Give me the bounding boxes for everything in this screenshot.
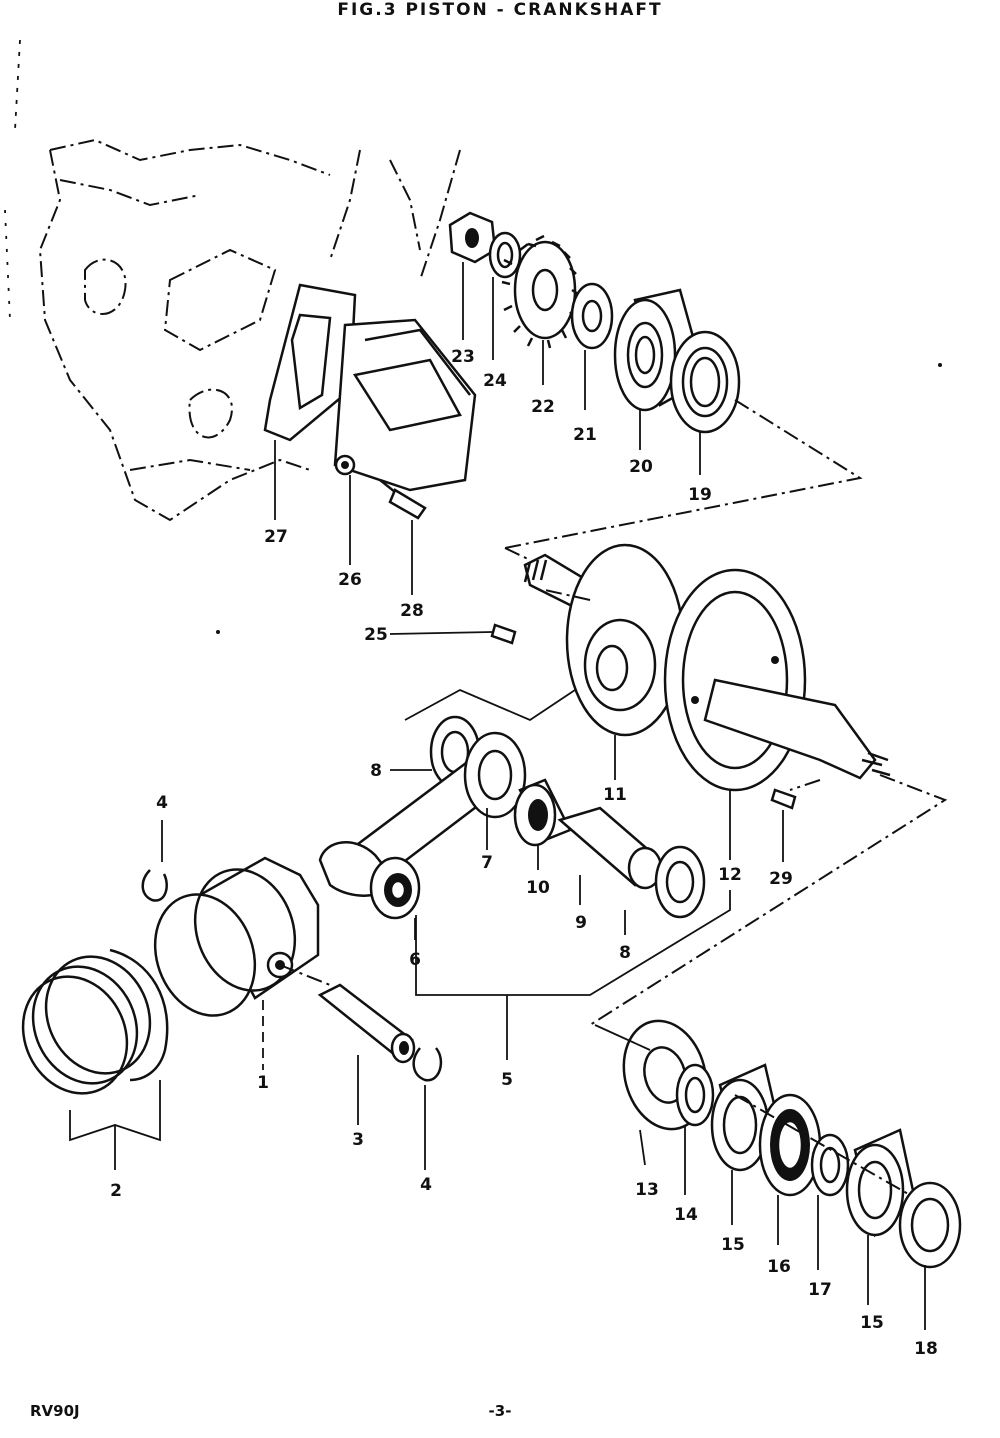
callout-15-upper: 15 [721,1235,745,1255]
circlip-4-lower [412,1047,443,1082]
callout-24: 24 [483,371,507,391]
callout-10: 10 [526,878,550,898]
callout-5: 5 [501,1070,513,1090]
figure-title: FIG.3 PISTON - CRANKSHAFT [337,0,663,20]
gear-16 [758,1093,822,1197]
callout-19: 19 [688,485,712,505]
piston-pin-3 [317,983,416,1064]
model-code: RV90J [30,1402,80,1420]
crankcase-outline [4,39,461,522]
oil-seal-18 [898,1181,962,1269]
callout-20: 20 [629,457,653,477]
spacer-21 [570,282,614,350]
callout-13: 13 [635,1180,659,1200]
callout-7: 7 [481,853,493,873]
key-25 [490,623,517,645]
gear-22 [501,234,579,349]
spacer-14 [675,1063,715,1127]
key-29 [770,788,797,810]
thrust-washer-8-lower [654,845,706,919]
reed-valve-26 [333,318,477,492]
nut-23 [448,211,497,264]
callout-15-lower: 15 [860,1313,884,1333]
callout-numbers: 1 2 3 4 4 5 6 7 8 8 9 10 11 12 13 14 15 … [110,347,938,1359]
callout-21: 21 [573,425,597,445]
callout-12: 12 [718,865,742,885]
leader-lines [69,262,926,1330]
page-number: -3- [488,1402,512,1420]
oil-seal-19 [669,330,741,434]
callout-22: 22 [531,397,555,417]
callout-26: 26 [338,570,362,590]
callout-6: 6 [409,950,421,970]
piston-1 [153,856,320,1017]
callout-2: 2 [110,1181,122,1201]
callout-1: 1 [257,1073,269,1093]
callout-17: 17 [808,1280,832,1300]
bearing-6 [369,856,421,920]
callout-28: 28 [400,601,424,621]
callout-14: 14 [674,1205,698,1225]
crankshaft-right-half-12 [663,568,891,792]
callout-16: 16 [767,1257,791,1277]
callout-25: 25 [364,625,388,645]
screw-28 [379,479,427,520]
callout-4-upper: 4 [156,793,168,813]
washer-24 [488,231,522,279]
callout-23: 23 [451,347,475,367]
callout-9: 9 [575,913,587,933]
callout-4-lower: 4 [420,1175,432,1195]
callout-29: 29 [769,869,793,889]
crankshaft-left-half-11 [523,543,685,737]
callout-18: 18 [914,1339,938,1359]
gasket-27 [263,283,357,442]
connecting-rod-7 [318,731,527,897]
callout-3: 3 [352,1130,364,1150]
callout-27: 27 [264,527,288,547]
callout-11: 11 [603,785,627,805]
piston-rings-2 [21,948,169,1095]
callout-8-upper: 8 [370,761,382,781]
circlip-4-upper [141,869,168,902]
callout-8-lower: 8 [619,943,631,963]
spacer-17 [810,1133,850,1197]
crank-pin-9 [557,806,663,890]
bearing-10 [513,778,572,847]
